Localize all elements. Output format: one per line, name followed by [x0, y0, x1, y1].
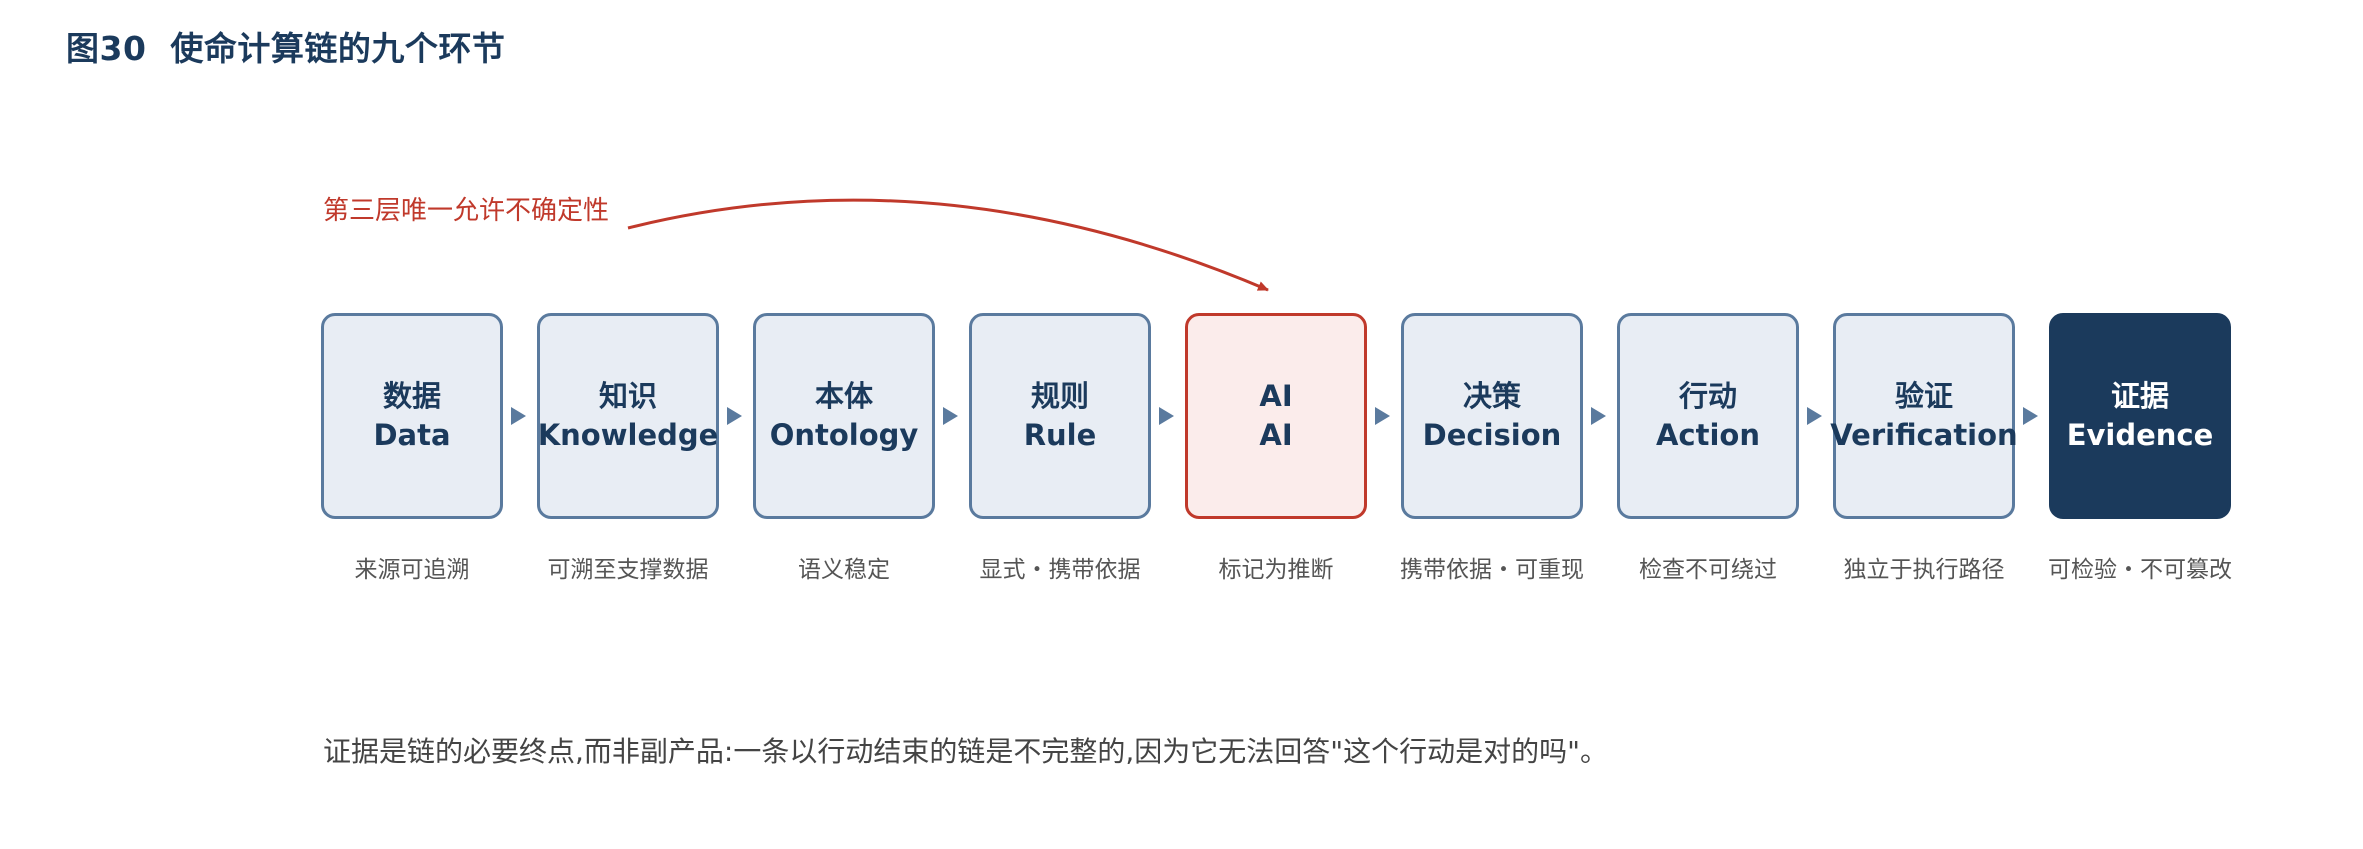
- step-note: 检查不可绕过: [1639, 557, 1777, 583]
- step-note: 可检验・不可篡改: [2048, 557, 2232, 583]
- step-zh-label: 本体: [814, 379, 873, 413]
- step-zh-label: 决策: [1462, 379, 1521, 413]
- step-decision[interactable]: 决策 Decision: [1401, 313, 1583, 519]
- step-data[interactable]: 数据 Data: [321, 313, 503, 519]
- arrow-right-icon: [1375, 407, 1390, 425]
- arrow-right-icon: [727, 407, 742, 425]
- step-en-label: Evidence: [2066, 418, 2214, 452]
- step-note: 可溯至支撑数据: [547, 557, 709, 583]
- arrow-right-icon: [511, 407, 526, 425]
- step-action[interactable]: 行动 Action: [1617, 313, 1799, 519]
- footnote: 证据是链的必要终点,而非副产品:一条以行动结束的链是不完整的,因为它无法回答"这…: [323, 735, 1608, 768]
- step-en-label: Verification: [1830, 418, 2018, 452]
- step-zh-label: 验证: [1894, 379, 1953, 413]
- step-note: 标记为推断: [1218, 557, 1334, 583]
- step-note: 显式・携带依据: [979, 557, 1141, 583]
- annotation-label: 第三层唯一允许不确定性: [323, 196, 610, 226]
- figure-title: 图30 使命计算链的九个环节: [66, 22, 505, 70]
- step-knowledge[interactable]: 知识 Knowledge: [537, 313, 719, 519]
- step-zh-label: AI: [1259, 379, 1293, 413]
- step-zh-label: 知识: [598, 379, 657, 413]
- step-en-label: Data: [373, 418, 451, 452]
- step-rule[interactable]: 规则 Rule: [969, 313, 1151, 519]
- step-ai[interactable]: AI AI: [1185, 313, 1367, 519]
- arrow-right-icon: [1159, 407, 1174, 425]
- step-zh-label: 证据: [2110, 379, 2169, 413]
- arrow-right-icon: [1591, 407, 1606, 425]
- step-en-label: Rule: [1023, 418, 1097, 452]
- step-evidence[interactable]: 证据 Evidence: [2049, 313, 2231, 519]
- step-note: 独立于执行路径: [1843, 557, 2005, 583]
- figure-title-text: 使命计算链的九个环节: [170, 29, 506, 68]
- chain-diagram: 数据 Data 知识 Knowledge 本体 Ontology 规则 Rule…: [321, 313, 2232, 583]
- step-zh-label: 规则: [1030, 379, 1089, 413]
- arrow-right-icon: [943, 407, 958, 425]
- step-note: 语义稳定: [798, 557, 890, 583]
- step-en-label: AI: [1259, 418, 1293, 452]
- step-note: 来源可追溯: [354, 557, 470, 583]
- step-verification[interactable]: 验证 Verification: [1830, 313, 2018, 519]
- arrow-right-icon: [2023, 407, 2038, 425]
- curved-arrow-path: [627, 198, 1269, 292]
- arrow-right-icon: [1807, 407, 1822, 425]
- step-note: 携带依据・可重现: [1400, 557, 1584, 583]
- step-en-label: Decision: [1422, 418, 1562, 452]
- step-zh-label: 行动: [1678, 379, 1737, 413]
- step-en-label: Knowledge: [537, 418, 719, 452]
- step-en-label: Action: [1655, 418, 1760, 452]
- step-ontology[interactable]: 本体 Ontology: [753, 313, 935, 519]
- step-zh-label: 数据: [382, 379, 441, 413]
- step-en-label: Ontology: [769, 418, 919, 452]
- figure-label: 图30: [66, 29, 147, 68]
